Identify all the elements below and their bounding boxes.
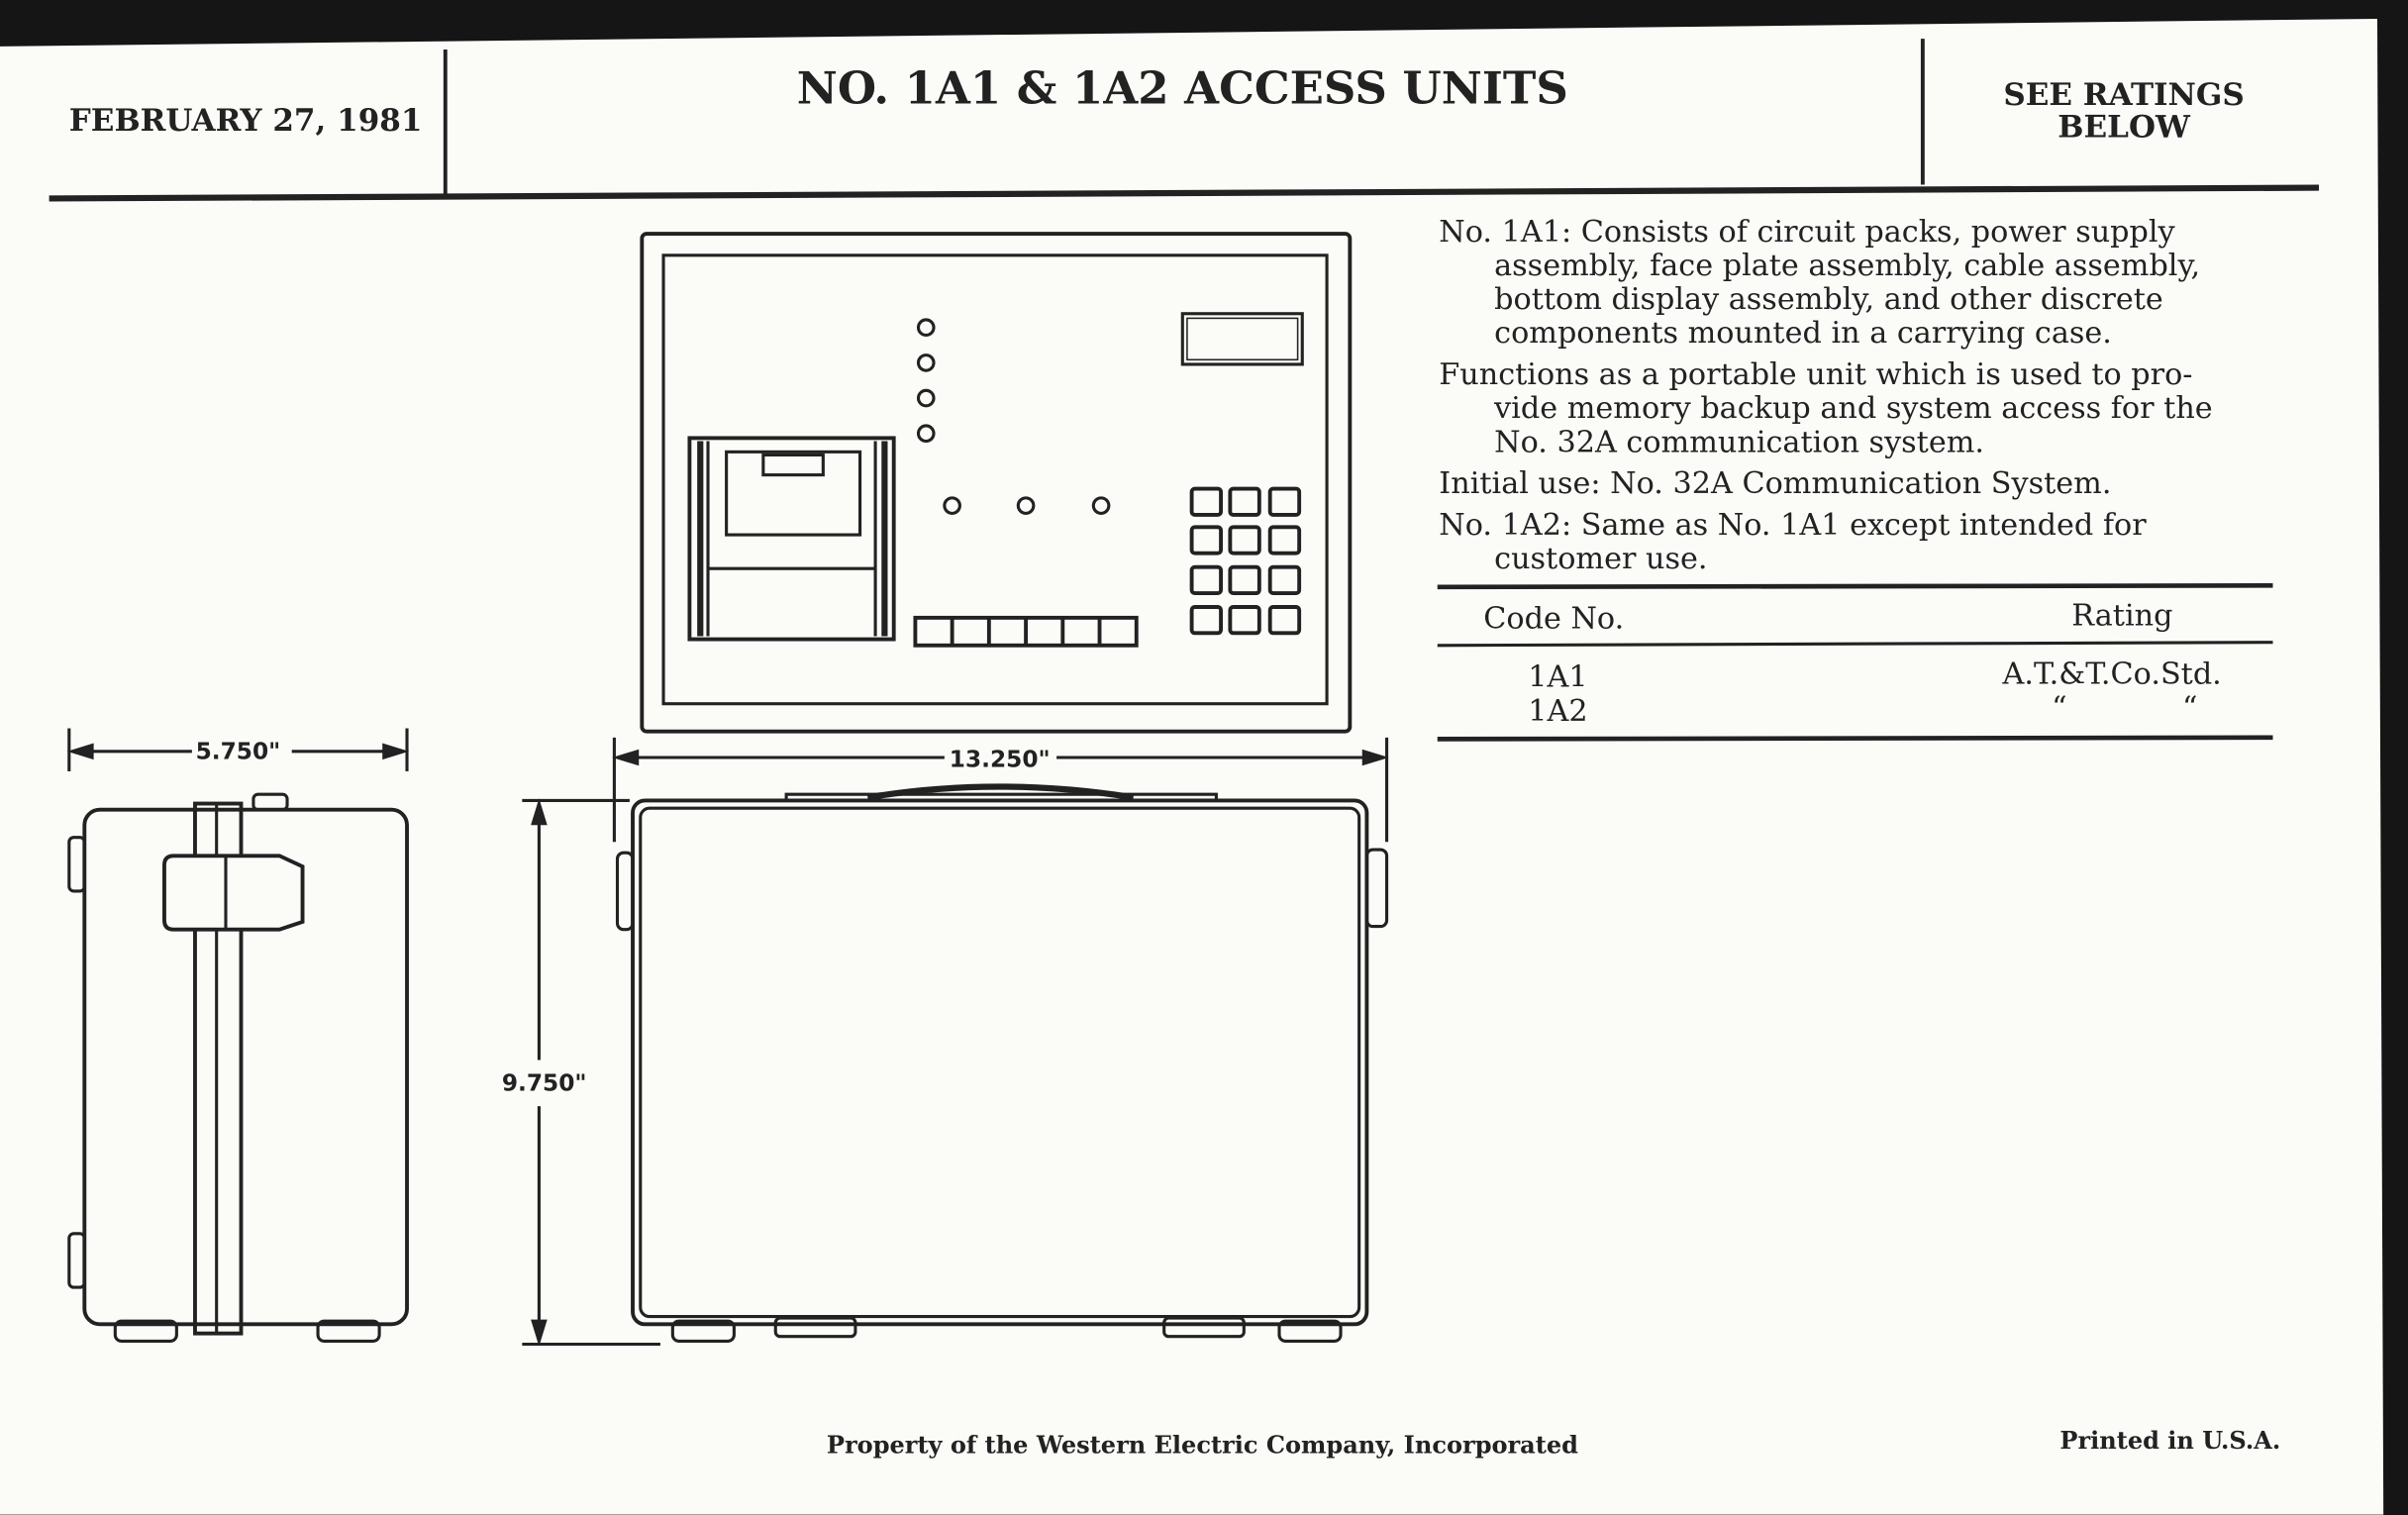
description-line: Initial use: No. 32A Communication Syste… bbox=[1439, 466, 2111, 501]
table-cell-code: 1A2 bbox=[1528, 694, 1587, 729]
description: No. 1A1: Consists of circuit packs, powe… bbox=[1439, 215, 2212, 576]
front-panel-drawing bbox=[640, 232, 1353, 734]
header: FEBRUARY 27, 1981 NO. 1A1 & 1A2 ACCESS U… bbox=[49, 39, 2320, 202]
table-rule bbox=[1437, 641, 2273, 648]
width-dimension: 5.750" bbox=[196, 739, 281, 765]
description-line: vide memory backup and system access for… bbox=[1493, 391, 2213, 426]
column-header-rating: Rating bbox=[2071, 599, 2172, 634]
front-view-drawing bbox=[522, 737, 1389, 1347]
ratings-note: SEE RATINGS bbox=[2003, 77, 2244, 113]
description-line: Functions as a portable unit which is us… bbox=[1439, 357, 2192, 392]
table-rule bbox=[1437, 582, 2273, 590]
function-buttons bbox=[913, 615, 1139, 648]
display-window bbox=[1180, 312, 1304, 366]
description-line: customer use. bbox=[1494, 542, 1707, 576]
side-view-drawing bbox=[66, 728, 410, 1343]
ratings-table: Code No. Rating 1A1 A.T.&T.Co.Std. 1A2 “… bbox=[1437, 582, 2273, 742]
paper bbox=[0, 18, 2384, 1515]
printer bbox=[687, 436, 896, 642]
keypad bbox=[1189, 486, 1302, 636]
ratings-note: BELOW bbox=[2057, 109, 2191, 145]
description-line: No. 1A2: Same as No. 1A1 except intended… bbox=[1439, 508, 2147, 543]
table-cell-rating: A.T.&T.Co.Std. bbox=[2002, 657, 2222, 692]
height-dimension: 9.750" bbox=[502, 1070, 587, 1097]
description-line: assembly, face plate assembly, cable ass… bbox=[1494, 249, 2200, 283]
description-line: bottom display assembly, and other discr… bbox=[1494, 282, 2163, 317]
description-line: No. 1A1: Consists of circuit packs, powe… bbox=[1439, 215, 2174, 250]
table-rule bbox=[1437, 735, 2273, 742]
description-line: No. 32A communication system. bbox=[1494, 425, 1984, 459]
date: FEBRUARY 27, 1981 bbox=[69, 103, 423, 139]
ditto-mark: “ bbox=[2182, 691, 2197, 726]
length-dimension: 13.250" bbox=[950, 746, 1051, 772]
description-line: components mounted in a carrying case. bbox=[1494, 316, 2112, 351]
header-rule bbox=[49, 184, 2320, 202]
property-notice: Property of the Western Electric Company… bbox=[827, 1431, 1578, 1460]
ditto-mark: “ bbox=[2052, 691, 2066, 726]
printed-notice: Printed in U.S.A. bbox=[2059, 1426, 2280, 1455]
indicator-lamps bbox=[916, 318, 1111, 515]
column-header-code: Code No. bbox=[1483, 602, 1624, 637]
table-cell-code: 1A1 bbox=[1528, 660, 1587, 695]
page-title: NO. 1A1 & 1A2 ACCESS UNITS bbox=[797, 61, 1568, 114]
